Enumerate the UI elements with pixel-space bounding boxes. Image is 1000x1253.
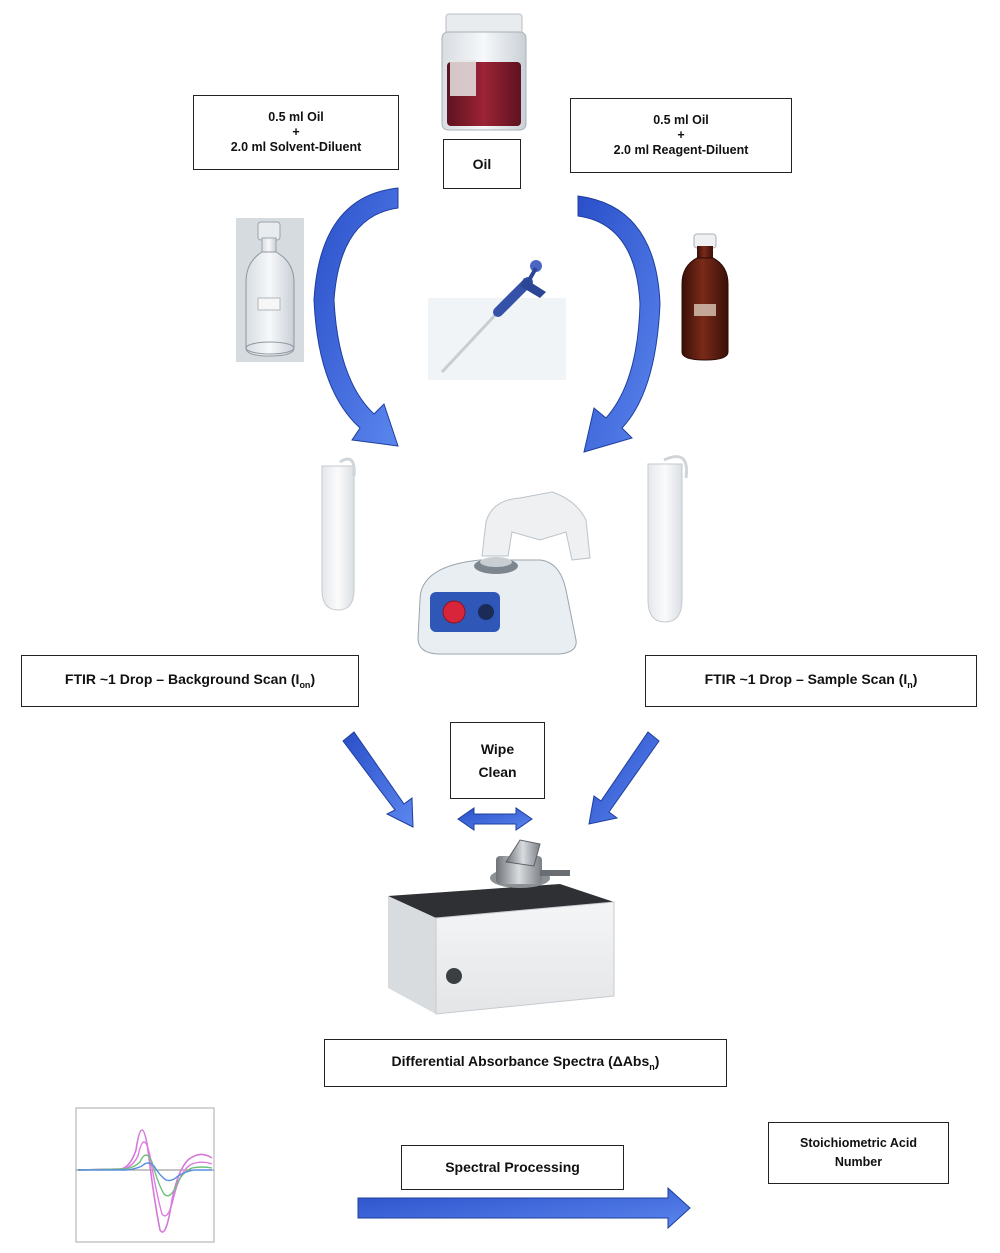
- background-scan-box: FTIR ~1 Drop – Background Scan (Ion): [21, 655, 359, 707]
- differential-label: Differential Absorbance Spectra (ΔAbsn): [391, 1053, 660, 1072]
- amber-reagent-bottle-icon: [676, 230, 734, 362]
- arrow-sample-to-ftir: [588, 731, 660, 825]
- acid-number-line2: Number: [834, 1155, 883, 1169]
- oil-box: Oil: [443, 139, 521, 189]
- curved-arrow-right: [577, 195, 661, 453]
- vortex-mixer-icon: [417, 491, 591, 655]
- arrow-to-result: [357, 1186, 691, 1230]
- right-mix-box: 0.5 ml Oil + 2.0 ml Reagent-Diluent: [570, 98, 792, 173]
- spectral-processing-label: Spectral Processing: [445, 1159, 580, 1176]
- right-mix-line3: 2.0 ml Reagent-Diluent: [613, 143, 749, 157]
- centrifuge-tube-icon: [321, 457, 356, 611]
- acid-number-box: Stoichiometric Acid Number: [768, 1122, 949, 1184]
- wipe-line2: Clean: [478, 763, 517, 780]
- left-mix-box: 0.5 ml Oil + 2.0 ml Solvent-Diluent: [193, 95, 399, 170]
- differential-box: Differential Absorbance Spectra (ΔAbsn): [324, 1039, 727, 1087]
- double-arrow-wipe: [457, 807, 533, 831]
- spectral-processing-box: Spectral Processing: [401, 1145, 624, 1190]
- sample-scan-label: FTIR ~1 Drop – Sample Scan (In): [704, 671, 918, 690]
- oil-bottle-icon: [441, 13, 527, 131]
- wipe-clean-box: Wipe Clean: [450, 722, 545, 799]
- oil-label: Oil: [472, 155, 492, 172]
- left-mix-line3: 2.0 ml Solvent-Diluent: [230, 140, 362, 154]
- wipe-line1: Wipe: [480, 740, 515, 757]
- sample-scan-box: FTIR ~1 Drop – Sample Scan (In): [645, 655, 977, 707]
- left-mix-line1: 0.5 ml Oil: [268, 110, 324, 124]
- centrifuge-tube-icon: [647, 455, 689, 623]
- right-mix-line1: 0.5 ml Oil: [653, 113, 709, 127]
- curved-arrow-left: [313, 187, 399, 447]
- ftir-spectrometer-icon: [388, 839, 615, 1015]
- pipette-icon: [428, 260, 566, 380]
- right-mix-plus: +: [677, 128, 685, 142]
- spectra-plot-icon: [75, 1107, 215, 1243]
- left-mix-plus: +: [292, 125, 300, 139]
- acid-number-line1: Stoichiometric Acid: [800, 1136, 917, 1150]
- background-scan-label: FTIR ~1 Drop – Background Scan (Ion): [64, 671, 316, 690]
- arrow-background-to-ftir: [342, 731, 414, 828]
- clear-reagent-bottle-icon: [236, 218, 304, 362]
